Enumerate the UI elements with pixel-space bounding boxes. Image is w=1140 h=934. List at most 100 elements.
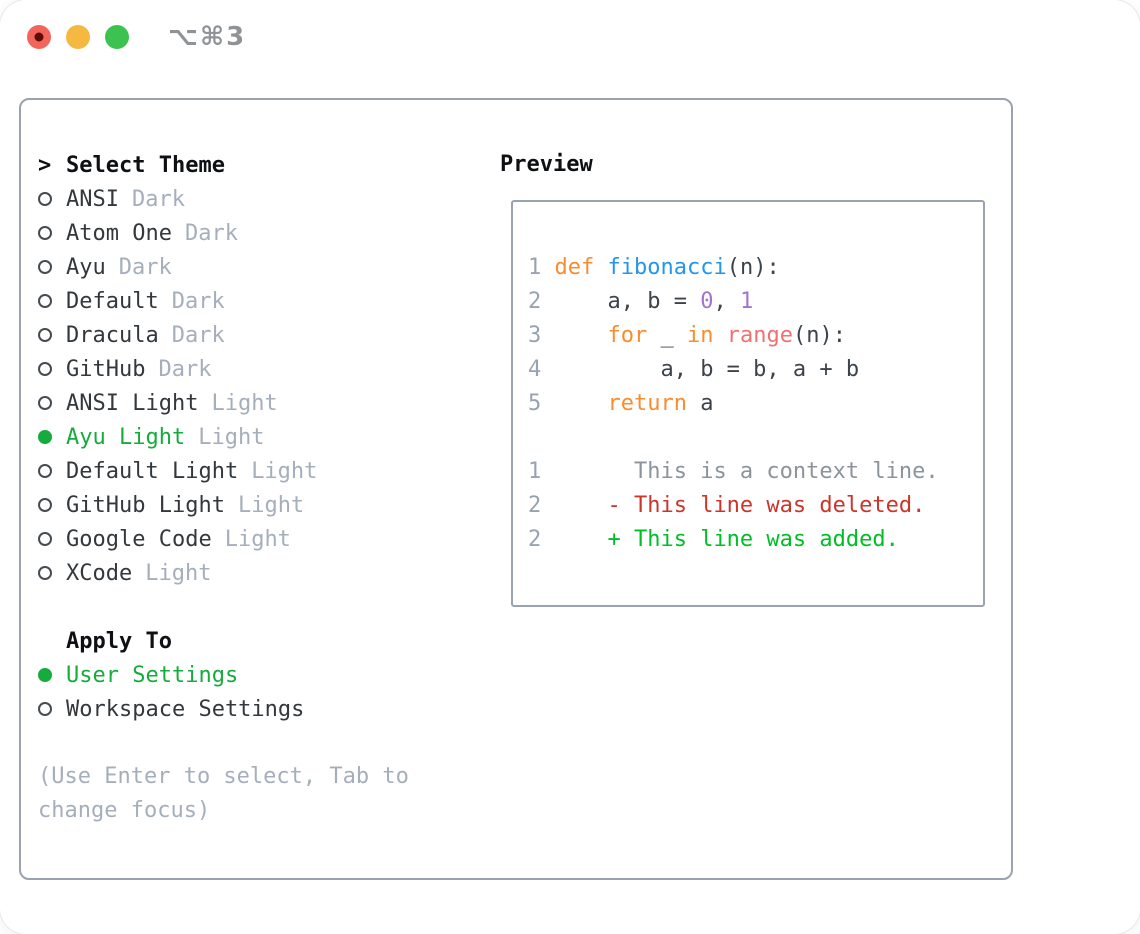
unsaved-dot-icon: [34, 32, 44, 42]
theme-variant-badge: Light: [145, 560, 212, 586]
theme-name: Dracula: [66, 322, 159, 348]
theme-variant-badge: Dark: [158, 356, 212, 382]
apply-option-label: User Settings: [66, 662, 239, 688]
radio-icon: [38, 226, 66, 240]
close-button-icon[interactable]: [27, 25, 51, 49]
line-number: 2: [528, 289, 542, 314]
token-text: a: [686, 391, 714, 416]
theme-option-default[interactable]: Default Dark: [38, 284, 438, 318]
theme-option-ansi-light[interactable]: ANSI Light Light: [38, 386, 438, 420]
token-added: + This line was added.: [554, 527, 899, 552]
theme-name: GitHub Light: [66, 492, 225, 518]
token-keyword: return: [607, 391, 687, 416]
line-number: 5: [528, 391, 542, 416]
code-line: 2 - This line was deleted.: [528, 489, 983, 523]
theme-name: Default Light: [66, 458, 239, 484]
token-text: _: [647, 323, 687, 348]
theme-variant-badge: Light: [251, 458, 318, 484]
token-number: 0: [700, 289, 714, 314]
token-text: (n):: [726, 255, 780, 280]
theme-variant-badge: Dark: [171, 288, 225, 314]
theme-option-xcode[interactable]: XCode Light: [38, 556, 438, 590]
theme-name: ANSI Light: [66, 390, 199, 416]
token-text: [555, 391, 608, 416]
apply-option-user-settings[interactable]: User Settings: [38, 658, 438, 692]
theme-name: Ayu: [66, 254, 106, 280]
radio-icon: [38, 362, 66, 376]
radio-icon: [38, 294, 66, 308]
theme-name: GitHub: [66, 356, 146, 382]
theme-option-google-code[interactable]: Google Code Light: [38, 522, 438, 556]
code-line: 5 return a: [528, 387, 983, 421]
token-builtin: range: [726, 323, 793, 348]
preview-header: Preview: [500, 152, 593, 177]
radio-icon: [38, 328, 66, 342]
keyboard-hint: (Use Enter to select, Tab to change focu…: [38, 764, 409, 823]
code-line: 4 a, b = b, a + b: [528, 353, 983, 387]
theme-variant-badge: Dark: [131, 186, 185, 212]
token-function: fibonacci: [607, 255, 727, 280]
theme-name: Ayu Light: [66, 424, 186, 450]
code-line: [528, 421, 983, 455]
radio-icon: [38, 702, 66, 716]
spacer: [38, 590, 438, 624]
token-keyword: for: [607, 323, 648, 348]
theme-variant-badge: Dark: [184, 220, 238, 246]
line-number: 2: [528, 527, 542, 552]
theme-variant-badge: Light: [211, 390, 278, 416]
radio-icon: [38, 260, 66, 274]
theme-name: Default: [66, 288, 159, 314]
token-context: This is a context line.: [554, 459, 939, 484]
radio-icon: [38, 396, 66, 410]
code-line: 1 def fibonacci(n):: [528, 251, 983, 285]
apply-option-workspace-settings[interactable]: Workspace Settings: [38, 692, 438, 726]
token-keyword: in: [686, 323, 714, 348]
spacer: [38, 726, 438, 760]
radio-icon: [38, 498, 66, 512]
token-text: (n):: [792, 323, 846, 348]
theme-name: Google Code: [66, 526, 212, 552]
code-line: 2 + This line was added.: [528, 523, 983, 557]
token-text: [713, 323, 726, 348]
token-text: a, b =: [554, 289, 701, 314]
theme-option-ansi[interactable]: ANSI Dark: [38, 182, 438, 216]
theme-option-github[interactable]: GitHub Dark: [38, 352, 438, 386]
apply-to-label: Apply To: [66, 628, 172, 654]
theme-name: XCode: [66, 560, 133, 586]
theme-variant-badge: Light: [224, 526, 291, 552]
theme-option-dracula[interactable]: Dracula Dark: [38, 318, 438, 352]
radio-icon: [38, 532, 66, 546]
token-text: [594, 255, 607, 280]
minimize-button-icon[interactable]: [66, 25, 90, 49]
theme-variant-badge: Dark: [171, 322, 225, 348]
theme-name: Atom One: [66, 220, 172, 246]
window-title: ⌥⌘3: [168, 22, 247, 52]
radio-selected-icon: [38, 430, 66, 444]
zoom-button-icon[interactable]: [105, 25, 129, 49]
token-text: [555, 323, 608, 348]
line-number: 4: [528, 357, 542, 382]
line-number: 2: [528, 493, 542, 518]
code-line: 2 a, b = 0, 1: [528, 285, 983, 319]
token-number: 1: [739, 289, 754, 314]
theme-option-github-light[interactable]: GitHub Light Light: [38, 488, 438, 522]
code-line: 3 for _ in range(n):: [528, 319, 983, 353]
select-theme-label: Select Theme: [66, 152, 225, 178]
line-number: 1: [528, 459, 542, 484]
select-theme-header: > Select Theme: [38, 148, 438, 182]
chevron-icon: >: [38, 152, 52, 178]
theme-option-atom-one[interactable]: Atom One Dark: [38, 216, 438, 250]
theme-name: ANSI: [66, 186, 119, 212]
theme-option-default-light[interactable]: Default Light Light: [38, 454, 438, 488]
theme-variant-badge: Light: [237, 492, 305, 518]
line-number: 1: [528, 255, 542, 280]
apply-to-header: Apply To: [38, 624, 438, 658]
